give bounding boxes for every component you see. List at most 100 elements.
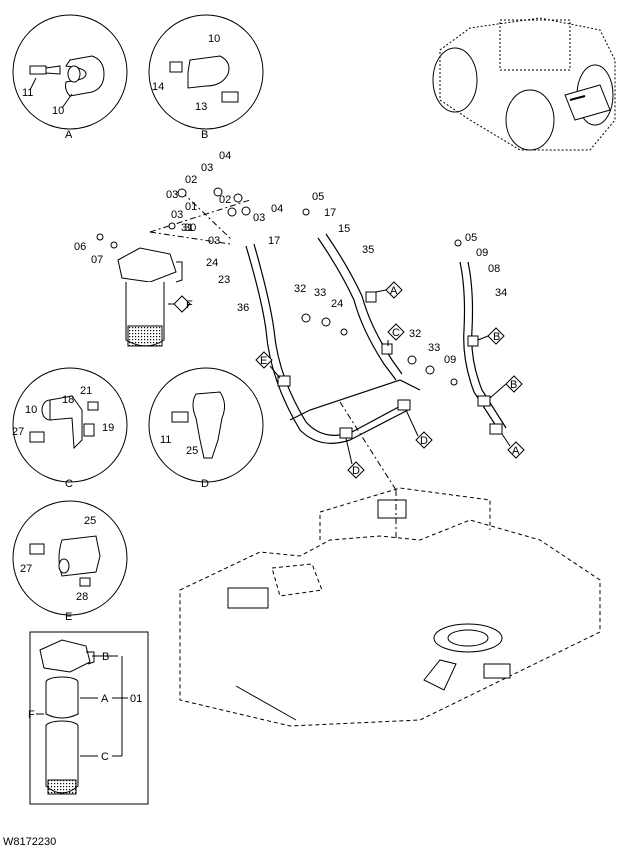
callout-marker: F [168, 295, 193, 313]
part-label: 25 [84, 515, 96, 527]
component-letter: C [101, 751, 109, 763]
part-number: 32 [294, 283, 306, 295]
component-letter: B [102, 651, 109, 663]
filter-element-icon [45, 676, 79, 719]
part-number: 36 [237, 302, 249, 314]
detail-view-d: 11 25 D [148, 367, 264, 490]
part-label: 21 [80, 385, 92, 397]
hose-lines [245, 233, 507, 444]
svg-text:F: F [186, 299, 193, 311]
view-letter: A [65, 129, 73, 141]
part-label: 11 [22, 87, 33, 99]
view-letter: B [201, 129, 208, 141]
assembly-part-number: 01 [130, 693, 142, 705]
nut-icon [87, 401, 99, 411]
part-number: 23 [218, 274, 230, 286]
part-label: 27 [12, 426, 24, 438]
bolt-icon [83, 423, 95, 437]
part-number: 02 [219, 194, 231, 206]
part-number: 09 [444, 354, 456, 366]
filter-head-icon [39, 639, 95, 673]
part-number: 24 [331, 298, 343, 310]
part-label: 10 [52, 105, 64, 117]
part-number: 35 [362, 244, 374, 256]
svg-text:D: D [352, 465, 360, 477]
svg-text:B: B [510, 379, 517, 391]
part-number: 06 [74, 241, 86, 253]
part-number: 08 [488, 263, 500, 275]
callout-marker: D [405, 409, 433, 449]
part-label: 10 [208, 33, 220, 45]
callout-marker: D [345, 437, 365, 479]
filter-bowl-icon [45, 720, 79, 795]
part-number: 03 [166, 189, 178, 201]
part-number: 02 [185, 174, 197, 186]
part-label: 10 [25, 404, 37, 416]
part-label: 14 [152, 81, 164, 93]
bolt-icon [29, 431, 45, 443]
callout-marker: E [255, 351, 281, 379]
svg-text:B: B [493, 331, 500, 343]
bolt-icon [29, 543, 45, 555]
part-number: 01 [185, 201, 197, 213]
svg-text:A: A [512, 445, 520, 457]
part-number: 03 [253, 212, 265, 224]
bolt-icon [221, 91, 239, 103]
callouts: F A C B E B D [168, 281, 525, 479]
callout-marker: A [375, 281, 403, 299]
clamp-icon [187, 55, 230, 89]
part-number: 31 [181, 222, 193, 234]
part-number: 17 [324, 207, 336, 219]
view-letter: F [28, 709, 35, 721]
part-number: 15 [338, 223, 350, 235]
part-label: 27 [20, 563, 32, 575]
callout-marker: B [489, 375, 523, 399]
callout-marker: A [501, 433, 525, 459]
part-number: 04 [219, 150, 231, 162]
clamp-fittings [96, 187, 503, 439]
fuel-filter [117, 247, 183, 347]
drawing-number: W8172230 [3, 836, 57, 848]
bolt-icon [29, 65, 61, 75]
bolt-icon [171, 411, 189, 423]
part-label: 18 [62, 394, 74, 406]
view-letter: D [201, 478, 209, 490]
part-number: 09 [476, 247, 488, 259]
callout-marker: B [477, 327, 505, 345]
part-number: 17 [268, 235, 280, 247]
detail-view-a: 11 10 A [12, 14, 128, 141]
part-number: 03 [171, 209, 183, 221]
svg-text:A: A [390, 285, 398, 297]
part-number: 33 [428, 342, 440, 354]
part-number: 04 [271, 203, 283, 215]
filter-assembly: B A C 01 F [28, 631, 149, 805]
part-label: 13 [195, 101, 207, 113]
svg-text:D: D [420, 435, 428, 447]
part-label: 28 [76, 591, 88, 603]
clamp-icon [65, 55, 105, 97]
part-label: 11 [160, 434, 171, 446]
part-label: 19 [102, 422, 114, 434]
part-number: 03 [208, 235, 220, 247]
detail-view-e: 25 27 28 E [12, 500, 128, 623]
part-number: 34 [495, 287, 507, 299]
part-number: 24 [206, 257, 218, 269]
part-number: 30 [184, 222, 196, 234]
part-numbers: 04 03 02 03 02 03 04 01 03 30 05 17 15 3… [74, 150, 507, 366]
detail-view-c: 10 18 21 19 27 C [12, 367, 128, 490]
svg-text:E: E [260, 355, 267, 367]
part-number: 33 [314, 287, 326, 299]
component-letter: A [101, 693, 109, 705]
view-letter: C [65, 478, 73, 490]
svg-text:C: C [392, 327, 400, 339]
clamp-icon [192, 391, 226, 459]
callout-marker: C [387, 323, 405, 346]
part-number: 32 [409, 328, 421, 340]
part-number: 05 [465, 232, 477, 244]
part-number: 07 [91, 254, 103, 266]
part-number: 05 [312, 191, 324, 203]
part-number: 03 [201, 162, 213, 174]
view-letter: E [65, 611, 72, 623]
